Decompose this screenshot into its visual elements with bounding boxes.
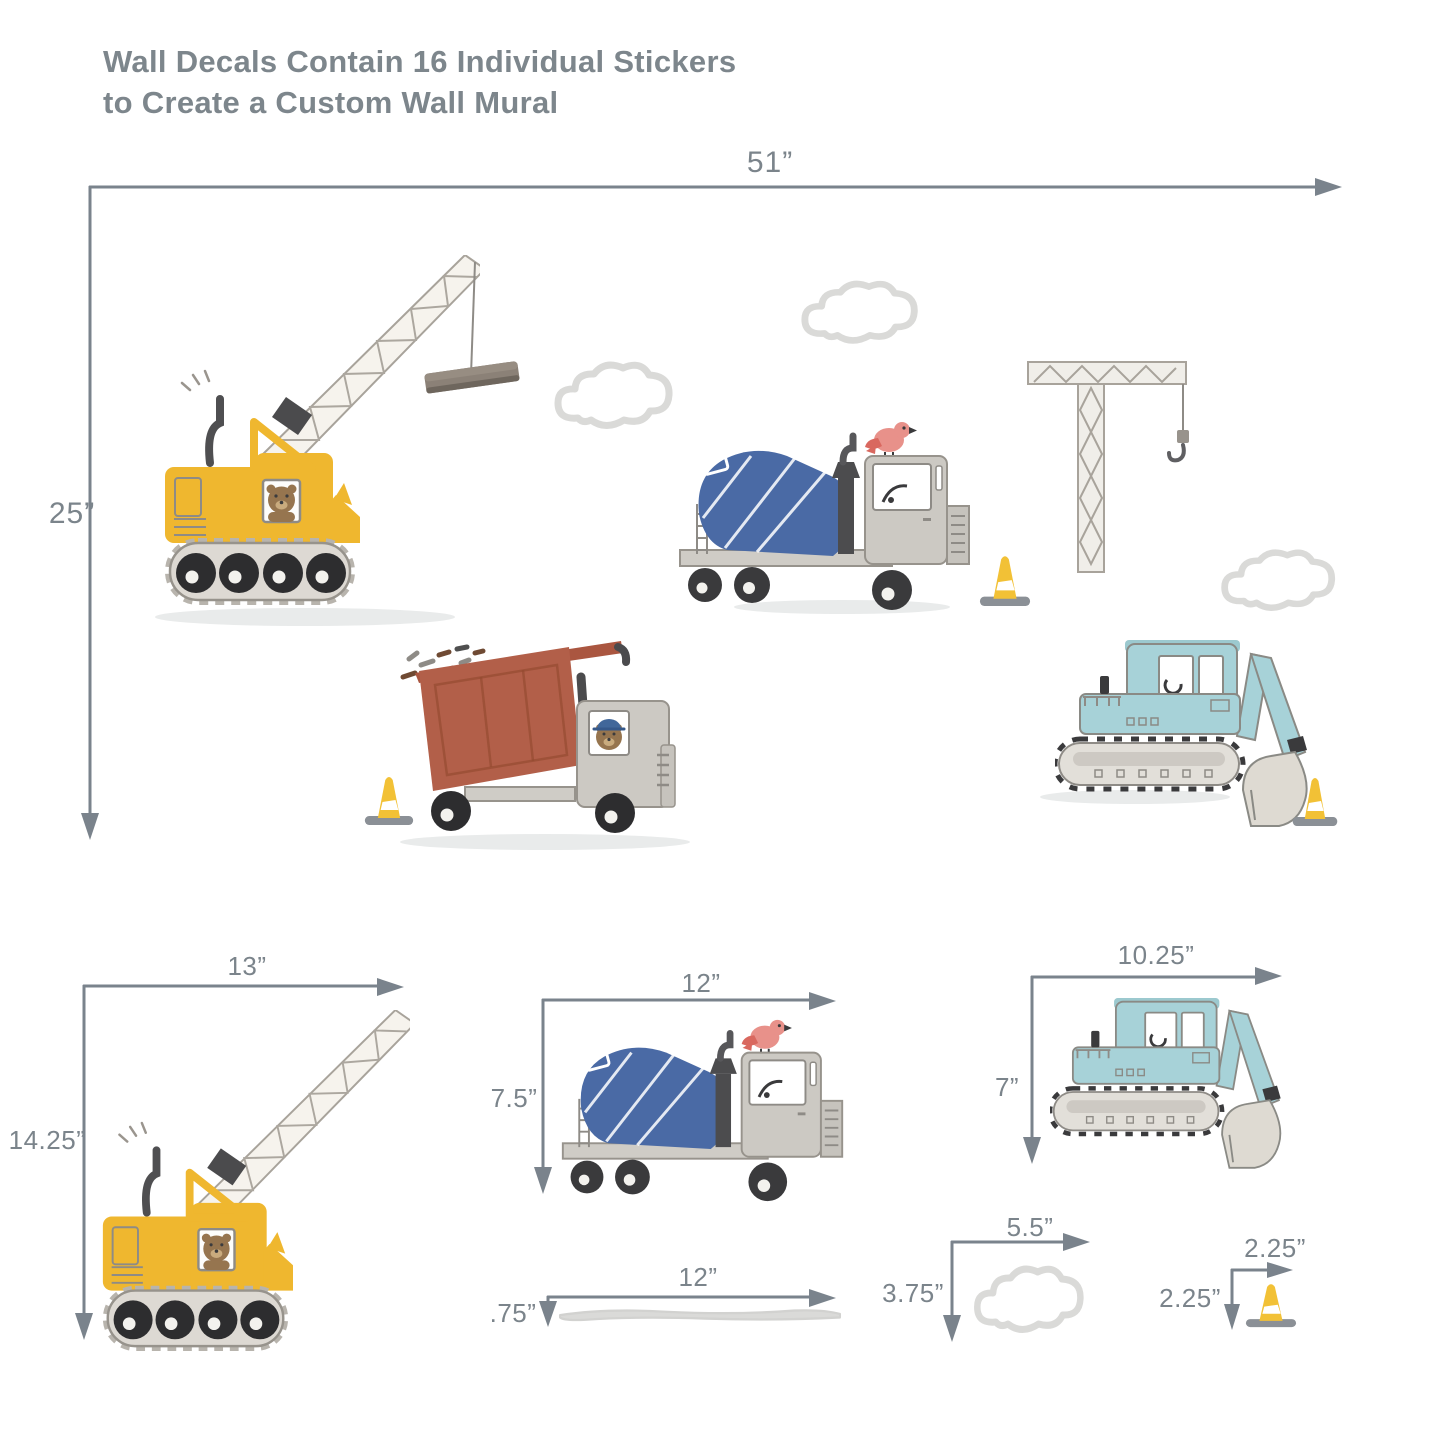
crane-height-arrow [75,984,93,1340]
excavator-width-arrow [1030,967,1282,985]
traffic-cone-sticker-small [1245,1284,1297,1328]
mixer-width-label: 12” [681,968,721,998]
cloud-width-arrow [950,1233,1090,1251]
road-height-label: .75” [489,1298,537,1328]
mixer-height-arrow [534,998,552,1194]
cone-height-label: 2.25” [1159,1283,1221,1313]
crane-width-arrow [82,978,404,996]
excavator-height-label: 7” [994,1072,1020,1102]
title-line-2: to Create a Custom Wall Mural [103,84,559,120]
road-height-arrow [539,1295,557,1327]
mixer-height-label: 7.5” [490,1083,538,1113]
page-title: Wall Decals Contain 16 Individual Sticke… [103,42,736,124]
mural-height-arrow [81,185,99,840]
cloud-sticker-small [977,1269,1080,1329]
cloud-sticker-2 [805,284,914,340]
title-line-1: Wall Decals Contain 16 Individual Sticke… [103,44,737,79]
crane-load-sticker [424,261,520,394]
road-width-arrow [546,1289,836,1307]
mural-height-label: 25” [48,497,96,530]
crawler-crane-sticker-small [103,1010,415,1349]
crane-height-label: 14.25” [8,1125,86,1155]
cloud-width-label: 5.5” [1006,1212,1054,1242]
dimension-arrows [75,178,1342,1342]
cone-width-arrow [1230,1262,1293,1278]
excavator-width-label: 10.25” [1117,940,1195,970]
ground-shadows [155,600,1230,850]
cement-mixer-sticker [680,422,969,610]
cone-width-label: 2.25” [1244,1233,1306,1263]
cloud-height-label: 3.75” [882,1278,944,1308]
cone-height-arrow [1224,1268,1240,1330]
cloud-sticker-3 [1225,553,1332,608]
tower-crane-sticker [1026,360,1191,574]
mural-width-arrow [88,178,1342,196]
dump-truck-sticker [403,641,675,833]
excavator-height-arrow [1023,975,1041,1164]
cloud-sticker-1 [558,365,669,425]
excavator-sticker-small [1050,998,1281,1168]
mixer-width-arrow [541,992,836,1010]
traffic-cone-sticker-1 [979,556,1031,606]
traffic-cone-sticker-2 [364,777,414,825]
road-sticker [558,1309,842,1322]
crawler-crane-sticker [165,255,485,603]
mural-width-label: 51” [746,146,794,179]
cloud-height-arrow [943,1240,961,1342]
crane-width-label: 13” [227,951,267,981]
road-width-label: 12” [678,1262,718,1292]
cement-mixer-sticker-small [563,1020,842,1201]
